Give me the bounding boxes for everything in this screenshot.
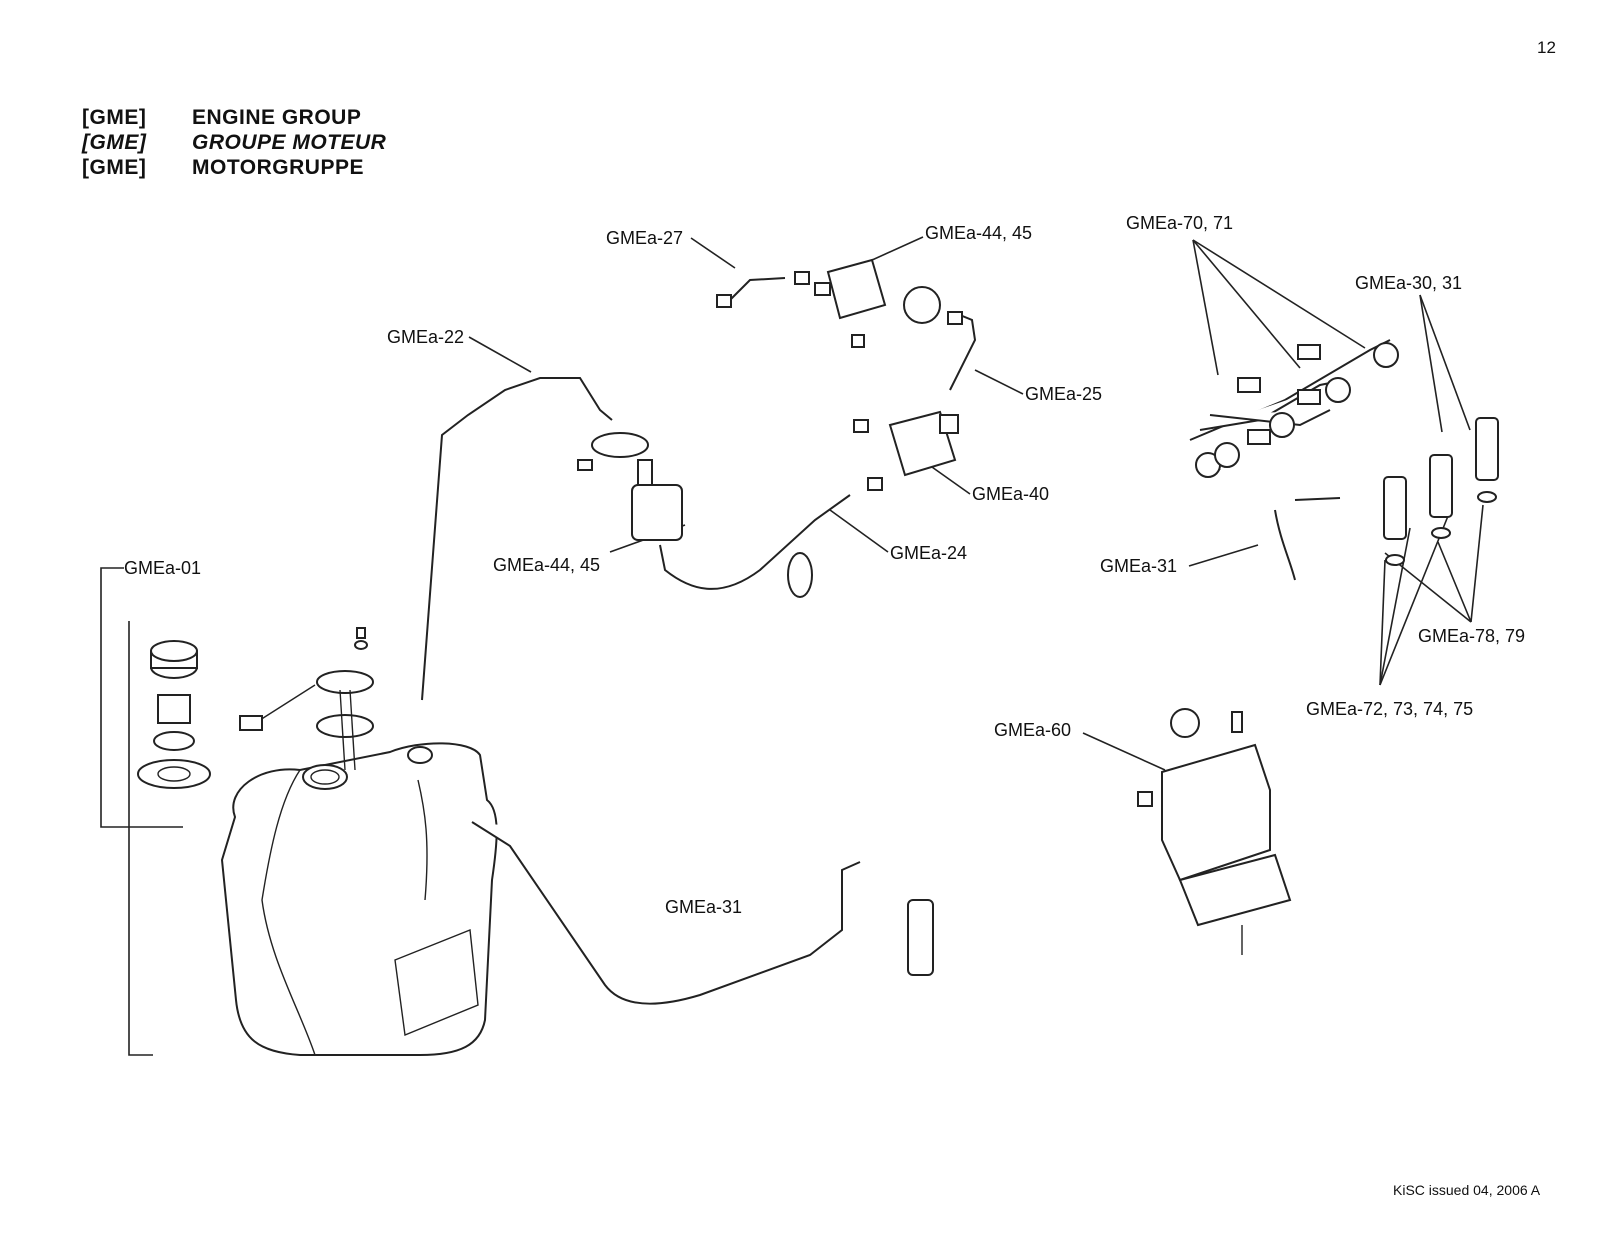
- callout-gmea-25: GMEa-25: [1025, 384, 1103, 404]
- callout-gmea-22: GMEa-22: [387, 327, 465, 347]
- callout-gmea-27: GMEa-27: [606, 228, 684, 248]
- issue-footer: KiSC issued 04, 2006 A: [1393, 1182, 1541, 1198]
- callout-gmea-31-injector: GMEa-31: [1100, 556, 1178, 576]
- callout-gmea-24: GMEa-24: [890, 543, 968, 563]
- callout-gmea-30-31: GMEa-30, 31: [1355, 273, 1463, 293]
- group-title-de: MOTORGRUPPE: [192, 156, 364, 179]
- fuel-hoses: [421, 277, 977, 1005]
- group-title-en: ENGINE GROUP: [192, 106, 362, 129]
- page-number: 12: [1537, 38, 1556, 57]
- group-code-fr: [GME]: [82, 131, 147, 154]
- fuel-sender-unit: [239, 627, 374, 771]
- callout-gmea-44-45-upper: GMEa-44, 45: [925, 223, 1033, 243]
- callout-gmea-31-tank-return: GMEa-31: [665, 897, 743, 917]
- callout-gmea-60: GMEa-60: [994, 720, 1072, 740]
- group-code-de: [GME]: [82, 156, 147, 179]
- tank-cap-assembly: [137, 640, 211, 789]
- fuel-tank: [220, 742, 498, 1056]
- injection-pipes: [1189, 339, 1399, 478]
- injection-pump: [1137, 708, 1292, 955]
- fuel-filter-upper: [716, 258, 963, 348]
- callout-gmea-40: GMEa-40: [972, 484, 1050, 504]
- callout-gmea-70-71: GMEa-70, 71: [1126, 213, 1234, 233]
- fuel-pump: [787, 410, 959, 598]
- callout-gmea-01: GMEa-01: [124, 558, 202, 578]
- group-title-fr: GROUPE MOTEUR: [192, 131, 387, 154]
- callout-gmea-78-79: GMEa-78, 79: [1418, 626, 1526, 646]
- callout-gmea-72-75: GMEa-72, 73, 74, 75: [1306, 699, 1474, 719]
- callout-gmea-44-45-lower: GMEa-44, 45: [493, 555, 601, 575]
- fuel-filter-lower: [577, 432, 683, 541]
- group-code-en: [GME]: [82, 106, 147, 129]
- injectors: [907, 417, 1499, 976]
